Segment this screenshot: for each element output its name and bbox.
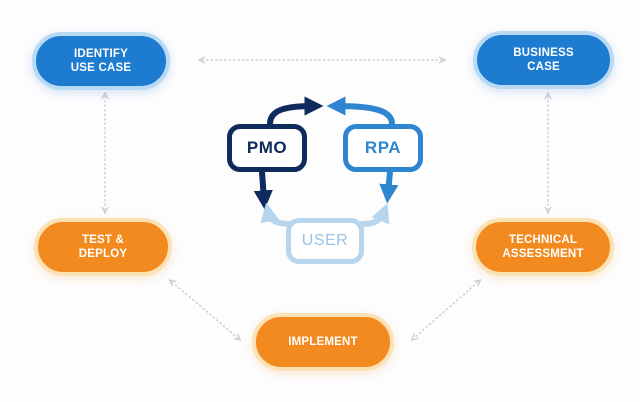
business-case-node: BUSINESS CASE — [473, 31, 614, 89]
connector-technical-implement — [414, 282, 478, 338]
rpa-up-arrow — [326, 96, 395, 127]
technical-assessment-node: TECHNICAL ASSESSMENT — [472, 218, 614, 276]
test-deploy-node: TEST & DEPLOY — [34, 218, 172, 276]
implement-node: IMPLEMENT — [252, 313, 394, 371]
rpa-down-arrow — [379, 169, 399, 204]
user-right-arrow — [359, 203, 390, 227]
rpa-box: RPA — [343, 124, 423, 172]
pmo-up-arrow — [267, 96, 324, 127]
identify-use-case-node: IDENTIFY USE CASE — [32, 32, 170, 90]
user-left-arrow — [260, 202, 293, 227]
pmo-down-arrow — [253, 169, 273, 210]
connector-test-implement — [172, 282, 238, 338]
pmo-box: PMO — [227, 124, 307, 172]
user-box: USER — [286, 218, 364, 264]
